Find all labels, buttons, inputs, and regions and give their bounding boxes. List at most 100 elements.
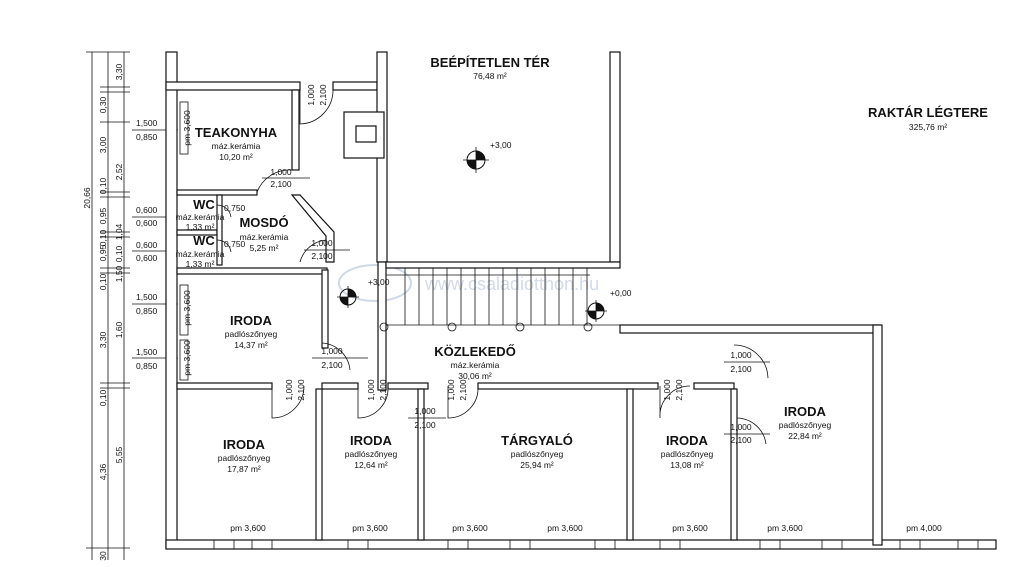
door7-h: 2,100 — [458, 379, 468, 401]
dim-a8: 0,10 — [114, 245, 124, 262]
teakonyha-area: 10,20 m² — [219, 152, 253, 162]
dim-a16: 5,55 — [114, 446, 124, 463]
door9-h: 2,100 — [730, 364, 752, 374]
wc1-win-sill: 0,750 — [224, 203, 246, 213]
dim-a3: 3,00 — [98, 136, 108, 153]
dim-a14: 1,60 — [114, 321, 124, 338]
door2-h: 2,100 — [270, 179, 292, 189]
pm-bottom-4: pm 3,600 — [547, 523, 583, 533]
win1-sill: 1,500 — [136, 118, 158, 128]
iroda-a-name: IRODA — [230, 313, 273, 328]
kozlekedo-name: KÖZLEKEDŐ — [434, 344, 516, 359]
win2-sill: 1,500 — [136, 292, 158, 302]
wc2-floor: máz.kerámia — [176, 249, 225, 259]
walls — [165, 51, 997, 550]
left-dimension-texts: 20,66 0,10 0,10 4,36 30 3,30 0,30 3,00 2… — [82, 63, 124, 560]
watermark: www.csaladiotthon.hu — [338, 264, 599, 302]
mosdo-floor: máz.kerámia — [240, 232, 289, 242]
raktar-area: 325,76 m² — [909, 122, 947, 132]
dim-a1: 3,30 — [114, 63, 124, 80]
wc1-floor: máz.kerámia — [176, 212, 225, 222]
iroda-b-area: 17,87 m² — [227, 464, 261, 474]
pm-bottom-5: pm 3,600 — [672, 523, 708, 533]
level-markers: +3,00 +3,00 +0,00 — [337, 140, 632, 322]
iroda-c-floor: padlószőnyeg — [345, 449, 398, 459]
door6-h: 2,100 — [378, 379, 388, 401]
dim-a17: 4,36 — [98, 463, 108, 480]
dim-a11: 1,50 — [114, 265, 124, 282]
dim-a9: 0,95 — [98, 244, 108, 261]
dim-a18: 30 — [98, 551, 108, 561]
door4-w: 1,000 — [321, 346, 343, 356]
targyalo-area: 25,94 m² — [520, 460, 554, 470]
wc2-name: WC — [193, 233, 215, 248]
door1-h: 2,100 — [318, 84, 328, 106]
level-stair-top: +3,00 — [368, 277, 390, 287]
iroda-c-area: 12,64 m² — [354, 460, 388, 470]
door8-h: 2,100 — [674, 379, 684, 401]
dim-a7: 1,04 — [114, 223, 124, 240]
door5-w: 1,000 — [284, 379, 294, 401]
raktar-name: RAKTÁR LÉGTERE — [868, 105, 988, 120]
wc1-area: 1,33 m² — [186, 222, 215, 232]
win1-head: 0,850 — [136, 132, 158, 142]
door9-w: 1,000 — [730, 350, 752, 360]
win3-head: 0,850 — [136, 361, 158, 371]
teakonyha-floor: máz.kerámia — [212, 141, 261, 151]
door1-w: 1,000 — [306, 84, 316, 106]
pm-left-3: pm 3,600 — [182, 340, 192, 376]
targyalo-floor: padlószőnyeg — [511, 449, 564, 459]
left-dimension-lines — [86, 51, 130, 560]
teakonyha-name: TEAKONYHA — [195, 125, 278, 140]
iroda-d-area: 13,08 m² — [670, 460, 704, 470]
door7b-h: 2,100 — [414, 420, 436, 430]
level-marker-stair-icon — [337, 286, 359, 308]
beepitetlen-area: 76,48 m² — [473, 71, 507, 81]
dim-total: 20,66 — [82, 187, 92, 209]
iroda-a-floor: padlószőnyeg — [225, 329, 278, 339]
level-marker-ground-icon — [585, 300, 607, 322]
door5-h: 2,100 — [296, 379, 306, 401]
level-upper: +3,00 — [490, 140, 512, 150]
pm-bottom-7: pm 4,000 — [906, 523, 942, 533]
door3-h: 2,100 — [311, 251, 333, 261]
wc1-sill: 0,600 — [136, 205, 158, 215]
wc2-win-sill: 0,750 — [224, 239, 246, 249]
pm-bottom-2: pm 3,600 — [352, 523, 388, 533]
iroda-e-floor: padlószőnyeg — [779, 420, 832, 430]
kozlekedo-floor: máz.kerámia — [451, 360, 500, 370]
level-marker-upper-icon — [463, 147, 489, 173]
door3-w: 1,000 — [311, 238, 333, 248]
iroda-e-area: 22,84 m² — [788, 431, 822, 441]
watermark-text: www.csaladiotthon.hu — [424, 274, 599, 294]
wc2-area: 1,33 m² — [186, 259, 215, 269]
level-ground: +0,00 — [610, 288, 632, 298]
beepitetlen-name: BEÉPÍTETLEN TÉR — [430, 55, 550, 70]
iroda-c-name: IRODA — [350, 433, 393, 448]
door4-h: 2,100 — [321, 360, 343, 370]
kozlekedo-area: 30,06 m² — [458, 371, 492, 381]
dim-a5: 0,10 — [98, 177, 108, 194]
iroda-b-floor: padlószőnyeg — [218, 453, 271, 463]
bottom-window-pm: pm 3,600 pm 3,600 pm 3,600 pm 3,600 pm 3… — [213, 523, 979, 550]
room-labels: BEÉPÍTETLEN TÉR 76,48 m² RAKTÁR LÉGTERE … — [176, 55, 989, 474]
wc2-sill: 0,600 — [136, 240, 158, 250]
pm-left-2: pm 3,600 — [182, 290, 192, 326]
iroda-d-name: IRODA — [666, 433, 709, 448]
pm-bottom-1: pm 3,600 — [230, 523, 266, 533]
dim-a6: 0,95 — [98, 207, 108, 224]
dim-a15: 0,10 — [98, 389, 108, 406]
door7b-w: 1,000 — [414, 406, 436, 416]
dim-o2: 0,10 — [98, 273, 108, 290]
left-window-pm: pm 3,600 pm 3,600 pm 3,600 — [179, 101, 192, 381]
mosdo-name: MOSDÓ — [239, 215, 288, 230]
pm-bottom-6: pm 3,600 — [767, 523, 803, 533]
pm-bottom-3: pm 3,600 — [452, 523, 488, 533]
door10-w: 1,000 — [730, 422, 752, 432]
doors: 1,000 2,100 1,000 2,100 1,000 2,100 0,75… — [216, 84, 770, 445]
dim-o1: 0,10 — [98, 229, 108, 246]
door10-h: 2,100 — [730, 435, 752, 445]
targyalo-name: TÁRGYALÓ — [501, 433, 573, 448]
door6-w: 1,000 — [366, 379, 376, 401]
